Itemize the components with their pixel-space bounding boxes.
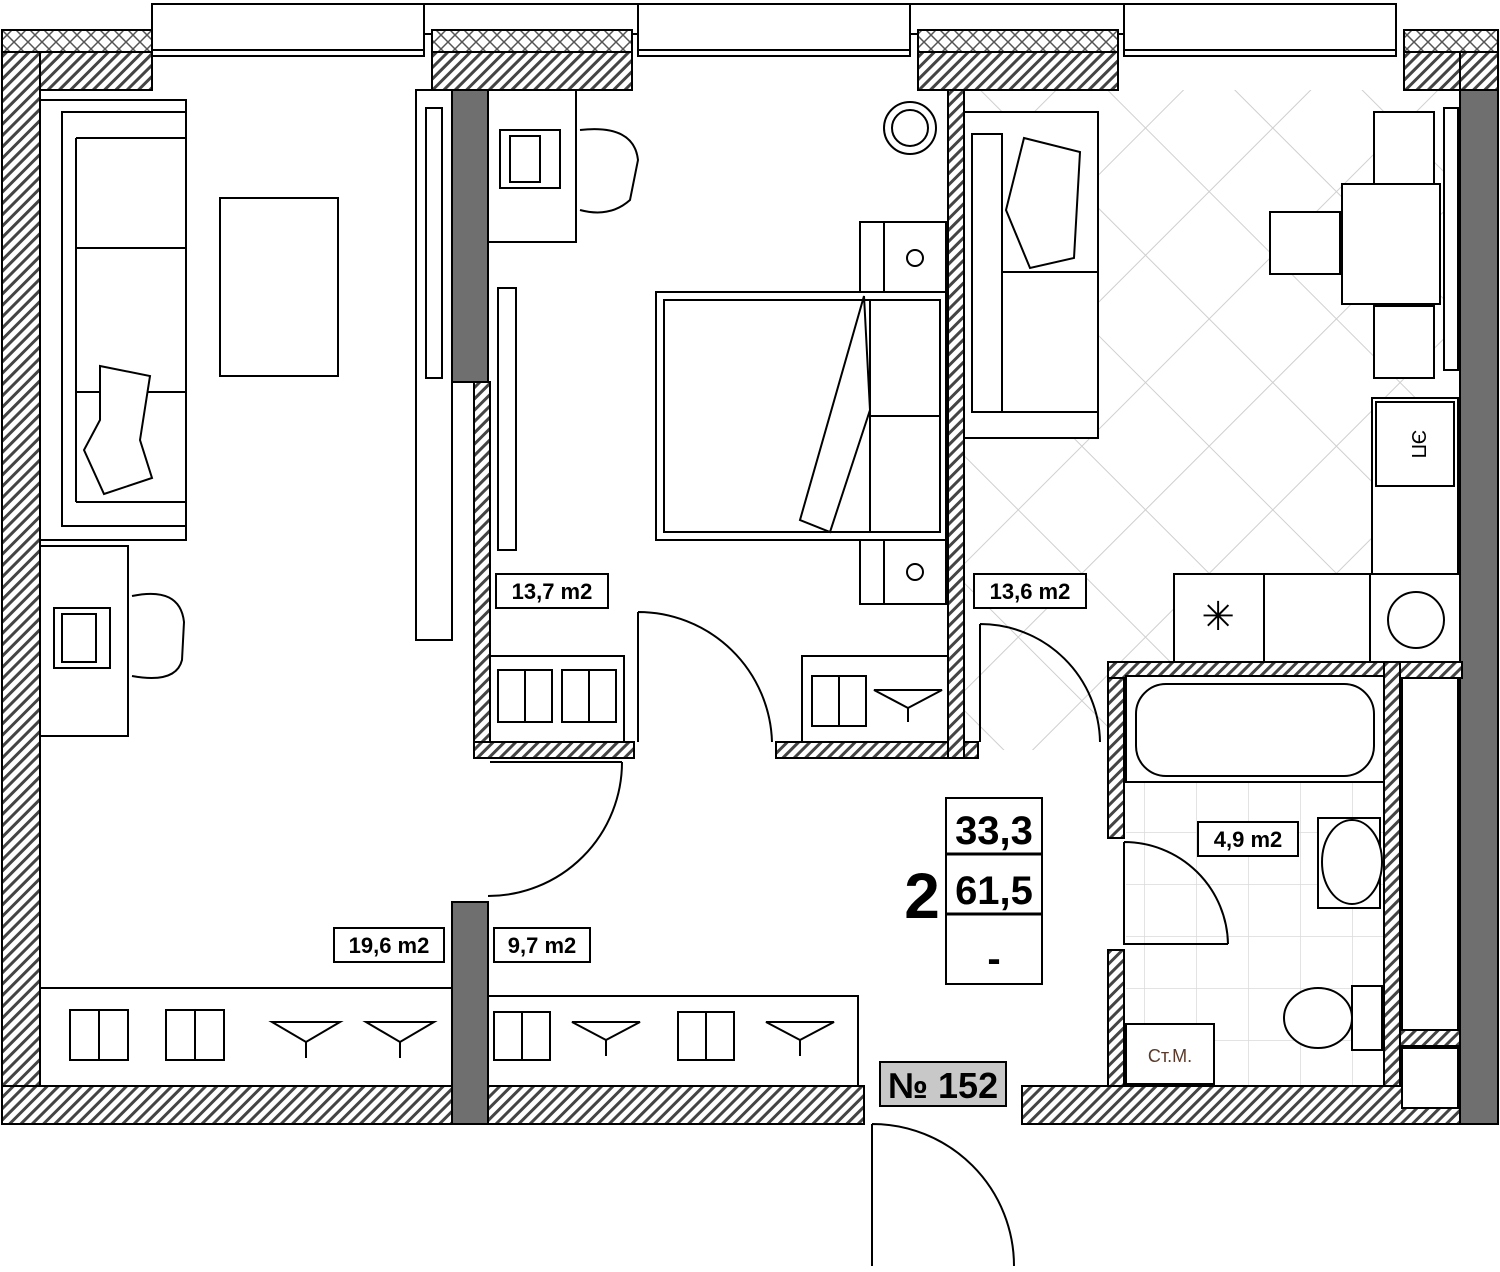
area-label-kitchen: 13,6 m2 xyxy=(973,573,1087,609)
wardrobe-hallway xyxy=(487,995,859,1087)
plant-icon xyxy=(883,101,937,155)
toilet xyxy=(1283,985,1383,1051)
wardrobe-living-right xyxy=(415,89,453,641)
rooms-count: 2 xyxy=(904,860,940,932)
apartment-info: 33,3 61,5 - 2 xyxy=(904,797,1043,985)
sofa-kitchen xyxy=(963,111,1099,439)
area-label-bedroom-text: 13,7 m2 xyxy=(512,579,593,604)
area-label-kitchen-text: 13,6 m2 xyxy=(990,579,1071,604)
balcony-parapet xyxy=(1,29,1499,53)
shaft-lower xyxy=(1401,1047,1459,1109)
dining-table xyxy=(1269,107,1459,379)
washing-machine-label: Ст.М. xyxy=(1148,1046,1192,1066)
apartment-number-badge: № 152 xyxy=(879,1061,1007,1107)
kitchen-counter xyxy=(1173,397,1461,663)
apartment-number: № 152 xyxy=(888,1065,998,1106)
wardrobe-bedroom-side xyxy=(497,287,517,551)
fridge-icon: ✳ xyxy=(1201,594,1235,640)
total-area-value: 61,5 xyxy=(955,869,1033,913)
desk-living xyxy=(39,545,186,737)
nightstand-top xyxy=(859,221,947,293)
double-bed xyxy=(655,291,947,541)
window-strip xyxy=(151,3,1397,57)
desk-bedroom xyxy=(487,89,640,243)
washbasin xyxy=(1317,817,1383,909)
doors xyxy=(487,611,1229,1267)
partitions xyxy=(473,89,1463,1087)
area-label-bathroom-text: 4,9 m2 xyxy=(1214,827,1283,852)
bearing-walls xyxy=(451,89,1499,1125)
info-dash: - xyxy=(987,937,1000,981)
wardrobe-bedroom-bottom xyxy=(489,655,949,743)
area-label-hallway: 9,7 m2 xyxy=(493,927,591,963)
shaft xyxy=(1401,677,1459,1031)
washing-machine xyxy=(1125,1023,1215,1085)
area-label-bedroom: 13,7 m2 xyxy=(495,573,609,609)
area-label-bathroom: 4,9 m2 xyxy=(1197,821,1299,857)
stove-label: ЭП xyxy=(1407,430,1429,459)
sofa-living xyxy=(39,99,187,541)
nightstand-bottom xyxy=(859,539,947,605)
living-area-value: 33,3 xyxy=(955,809,1033,853)
area-label-hallway-text: 9,7 m2 xyxy=(508,933,577,958)
wardrobe-living-bottom xyxy=(39,987,453,1087)
coffee-table xyxy=(219,197,339,377)
area-label-living: 19,6 m2 xyxy=(333,927,445,963)
area-label-living-text: 19,6 m2 xyxy=(349,933,430,958)
bathtub xyxy=(1125,675,1385,783)
